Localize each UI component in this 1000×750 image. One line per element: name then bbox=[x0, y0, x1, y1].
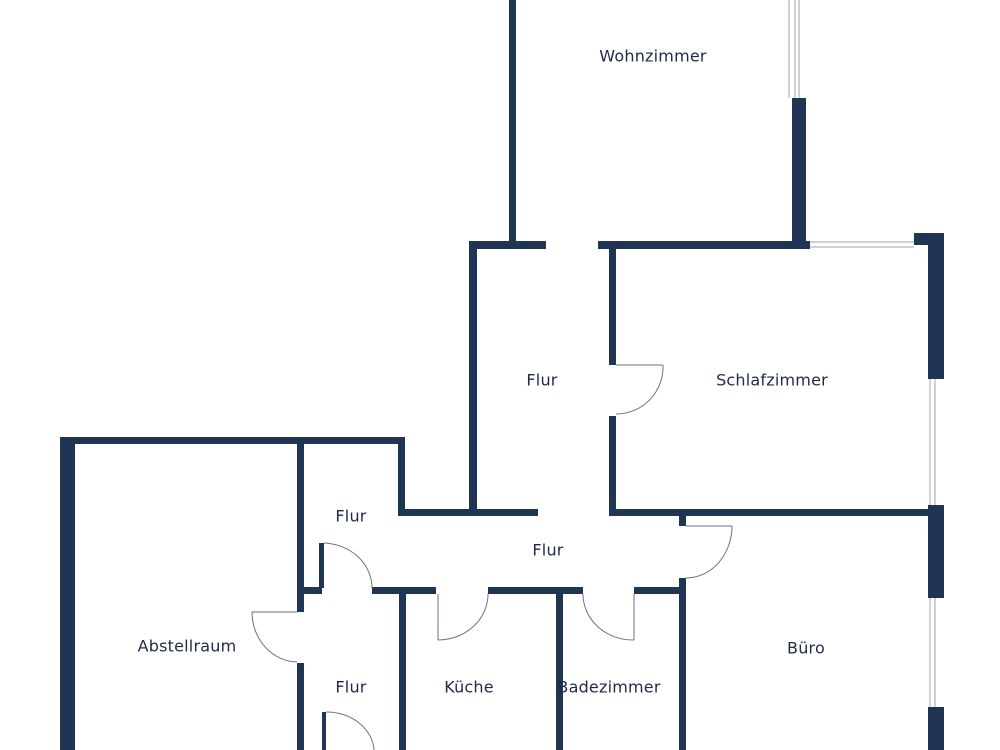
wall-abstellraum-right-top bbox=[297, 444, 304, 612]
wall-abstellraum-right-bottom bbox=[297, 663, 304, 750]
wall-step-horizontal bbox=[398, 509, 538, 516]
door-kueche bbox=[437, 593, 489, 641]
wall-corridor-bottom-2 bbox=[372, 587, 436, 594]
wall-flur-upper-left bbox=[469, 241, 477, 513]
wall-schlafzimmer-left-bottom bbox=[609, 416, 616, 514]
room-label-schlafzimmer: Schlafzimmer bbox=[716, 371, 828, 390]
wall-kueche-left bbox=[399, 594, 406, 750]
wall-corridor-bottom-1 bbox=[304, 587, 322, 594]
room-label-flur-center: Flur bbox=[532, 541, 563, 560]
room-label-kueche: Küche bbox=[444, 678, 494, 697]
doors bbox=[251, 364, 733, 750]
walls bbox=[60, 0, 944, 750]
room-label-buero: Büro bbox=[787, 639, 825, 658]
wall-corridor-bottom-3 bbox=[488, 587, 583, 594]
room-label-flur-upper: Flur bbox=[526, 371, 557, 390]
wall-abstellraum-top bbox=[60, 437, 405, 444]
door-schlafzimmer bbox=[615, 364, 664, 415]
door-flur-small bbox=[323, 542, 373, 589]
wall-schlafzimmer-left-top bbox=[609, 249, 616, 365]
wall-right-pillar-3 bbox=[928, 505, 944, 598]
wall-outer-left bbox=[60, 437, 75, 750]
door-flur-lower bbox=[325, 711, 375, 750]
wall-flur-lower-door bbox=[322, 712, 326, 750]
door-abstellraum bbox=[251, 611, 298, 663]
wall-right-pillar-2 bbox=[928, 233, 944, 379]
room-label-wohnzimmer: Wohnzimmer bbox=[599, 47, 707, 66]
door-buero bbox=[685, 525, 733, 579]
wall-kueche-bad bbox=[556, 594, 563, 750]
windows bbox=[788, 0, 936, 707]
room-labels: Wohnzimmer Flur Schlafzimmer Flur Flur A… bbox=[138, 47, 828, 697]
wall-top-right bbox=[598, 241, 810, 249]
wall-corridor-bottom-4 bbox=[634, 587, 684, 594]
wall-top-left bbox=[469, 241, 546, 249]
wall-wohnzimmer-left bbox=[509, 0, 516, 245]
wall-buero-left-top bbox=[679, 516, 686, 526]
room-label-badezimmer: Badezimmer bbox=[557, 678, 660, 697]
wall-right-pillar-4 bbox=[928, 707, 944, 750]
room-label-abstellraum: Abstellraum bbox=[138, 637, 237, 656]
room-label-flur-lower: Flur bbox=[335, 678, 366, 697]
wall-schlafzimmer-bottom bbox=[609, 509, 937, 516]
wall-wohnzimmer-right bbox=[792, 98, 806, 248]
wall-flur-small-left bbox=[319, 543, 324, 588]
wall-buero-left bbox=[679, 578, 686, 750]
wall-step-vertical bbox=[398, 437, 405, 515]
room-label-flur-small: Flur bbox=[335, 507, 366, 526]
door-badezimmer bbox=[582, 593, 635, 641]
